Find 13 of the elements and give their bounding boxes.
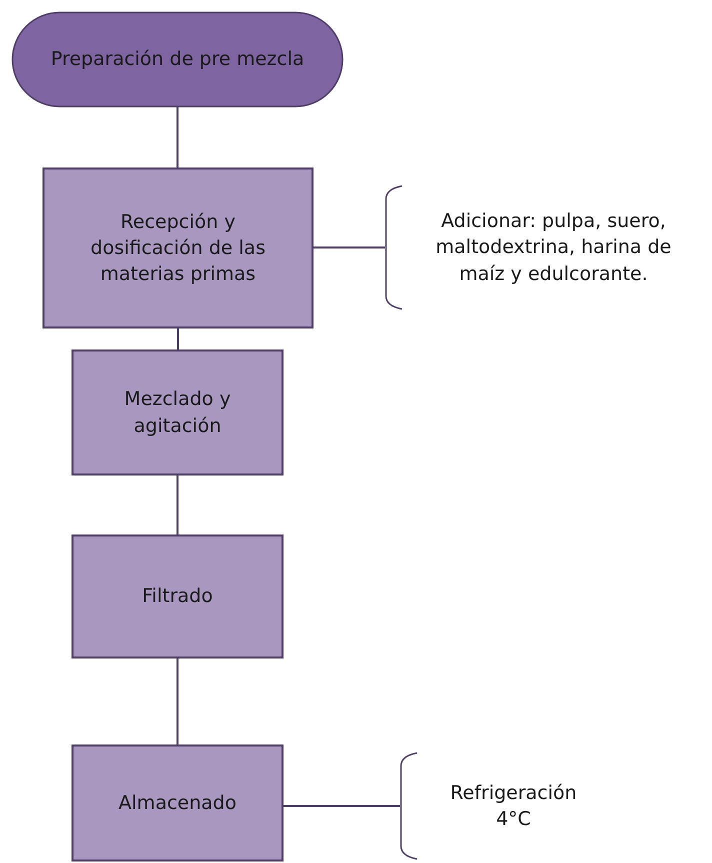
connector-line [176,658,178,745]
step-label: Mezclado y agitación [123,387,232,438]
leader-line [283,805,400,807]
step-label: Filtrado [142,584,213,610]
step-label: Preparación de pre mezcla [50,47,304,72]
step-label: Recepción y dosificación de las materias primas [90,210,266,288]
connector-line [176,475,178,535]
annotation-text: Refrigeración 4°C [449,780,578,832]
connector-line [176,107,178,168]
connector-line [177,328,179,350]
annotation-text: Adicionar: pulpa, suero, maltodextrina, harina de maíz y edulcorante. [434,209,672,287]
step-label: Almacenado [118,790,236,816]
leader-line [313,246,385,248]
